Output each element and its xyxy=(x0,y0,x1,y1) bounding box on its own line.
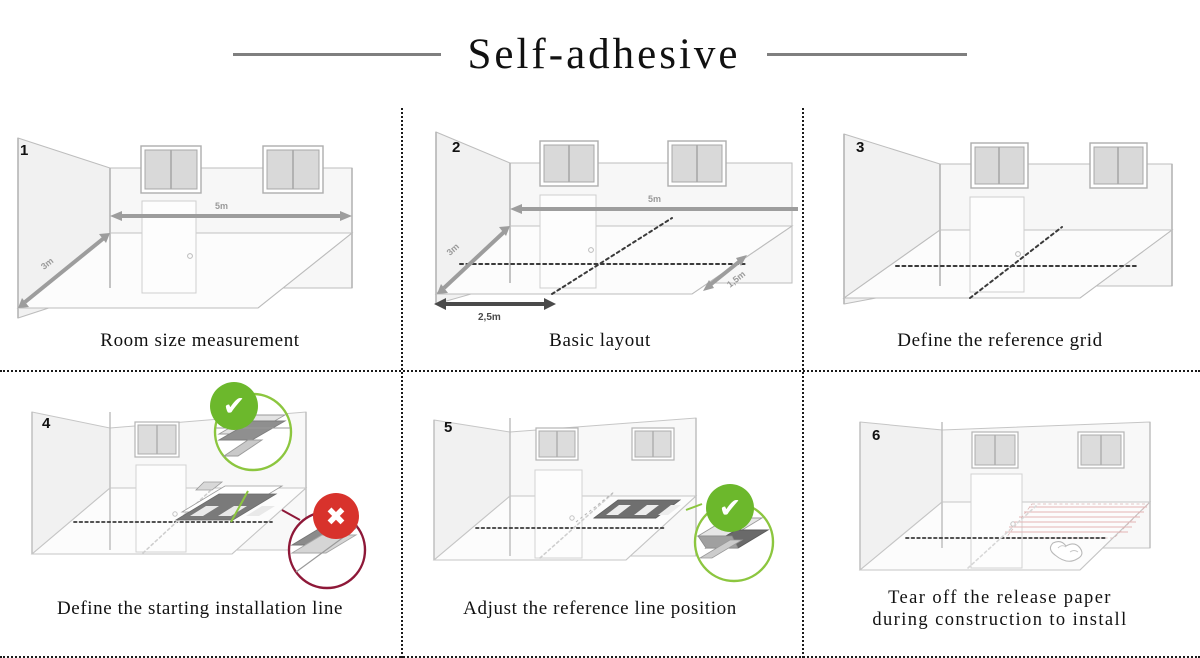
release-paper-area xyxy=(1005,503,1149,539)
door xyxy=(135,464,187,553)
panel-number: 5 xyxy=(444,419,452,436)
window-left xyxy=(134,421,180,458)
door xyxy=(534,469,583,559)
panel-1: 5m 3m 1 Room size measurement xyxy=(0,108,400,370)
grid-divider-horizontal xyxy=(0,370,1200,372)
panel-3: 3 Define the reference grid xyxy=(800,108,1200,370)
window-right xyxy=(667,140,727,187)
plank-adjusted-row xyxy=(592,499,682,519)
panel-number: 2 xyxy=(452,139,460,156)
grid-divider-vertical-1 xyxy=(401,108,403,658)
panel-6-caption-line-1: Tear off the release paper xyxy=(888,588,1112,608)
window-right xyxy=(631,427,675,461)
door xyxy=(141,200,197,294)
window-right xyxy=(1077,431,1125,469)
panel-4: ✔ ✖ 4 Define the starting installation l… xyxy=(0,370,400,658)
reference-grid xyxy=(895,226,1137,299)
panel-3-caption: Define the reference grid xyxy=(897,330,1103,351)
grid-divider-vertical-2 xyxy=(802,108,804,658)
reference-grid xyxy=(459,217,746,295)
panel-6-illustration: 6 xyxy=(800,370,1200,598)
panel-number: 4 xyxy=(42,415,51,432)
panel-1-illustration: 5m 3m 1 xyxy=(0,108,400,323)
magnifier-check: ✔ xyxy=(210,382,293,523)
check-icon: ✔ xyxy=(719,493,742,524)
panel-1-caption: Room size measurement xyxy=(100,330,300,351)
panel-6-caption: Tear off the release paper during constr… xyxy=(800,588,1200,632)
dimension-arrow-bottom: 2,5m xyxy=(434,298,556,323)
panel-number: 1 xyxy=(20,142,28,159)
header: Self-adhesive xyxy=(0,0,1200,108)
panel-grid: 5m 3m 1 Room size measurement xyxy=(0,108,1200,658)
panel-2: 5m 3m 2,5m xyxy=(400,108,800,370)
dimension-label-5m: 5m xyxy=(215,201,228,211)
panel-number: 3 xyxy=(856,139,864,156)
dimension-arrow-width: 5m xyxy=(110,201,352,221)
window-left xyxy=(971,431,1019,469)
peeled-release-paper xyxy=(1049,540,1083,562)
window-right xyxy=(262,145,324,194)
panel-number: 6 xyxy=(872,427,880,444)
panel-6-caption-line-2: during construction to install xyxy=(872,609,1128,630)
panel-3-illustration: 3 xyxy=(800,108,1200,323)
window-right xyxy=(1089,142,1148,189)
panel-4-illustration: ✔ ✖ 4 xyxy=(0,370,400,598)
reference-grid xyxy=(73,490,273,554)
door xyxy=(970,473,1023,569)
panel-5-illustration: ✔ 5 xyxy=(400,370,800,598)
panel-5-caption: Adjust the reference line position xyxy=(463,598,737,619)
plank-starting-row xyxy=(174,481,284,521)
panel-6: 6 Tear off the release paper during cons… xyxy=(800,370,1200,658)
panel-4-caption: Define the starting installation line xyxy=(56,598,344,619)
window-left xyxy=(140,145,202,194)
door xyxy=(969,196,1025,293)
magnifier-check: ✔ xyxy=(685,484,775,583)
reference-grid xyxy=(905,505,1107,569)
title-rule-left xyxy=(233,52,442,56)
panel-2-caption: Basic layout xyxy=(549,330,651,351)
window-left xyxy=(535,427,579,461)
panel-5: ✔ 5 Adjust the reference line position xyxy=(400,370,800,658)
dimension-arrow-width: 5m xyxy=(510,194,798,214)
window-left xyxy=(970,142,1029,189)
window-left xyxy=(539,140,599,187)
magnifier-cross: ✖ xyxy=(281,493,367,590)
check-icon: ✔ xyxy=(223,391,246,422)
dimension-label-2-5m: 2,5m xyxy=(478,312,501,323)
grid-divider-bottom xyxy=(0,656,1200,658)
page-title: Self-adhesive xyxy=(467,30,741,78)
title-rule-right xyxy=(766,52,967,56)
cross-icon: ✖ xyxy=(326,502,347,531)
reference-grid xyxy=(475,491,665,559)
panel-2-illustration: 5m 3m 2,5m xyxy=(400,108,800,323)
dimension-label-5m: 5m xyxy=(648,194,661,204)
